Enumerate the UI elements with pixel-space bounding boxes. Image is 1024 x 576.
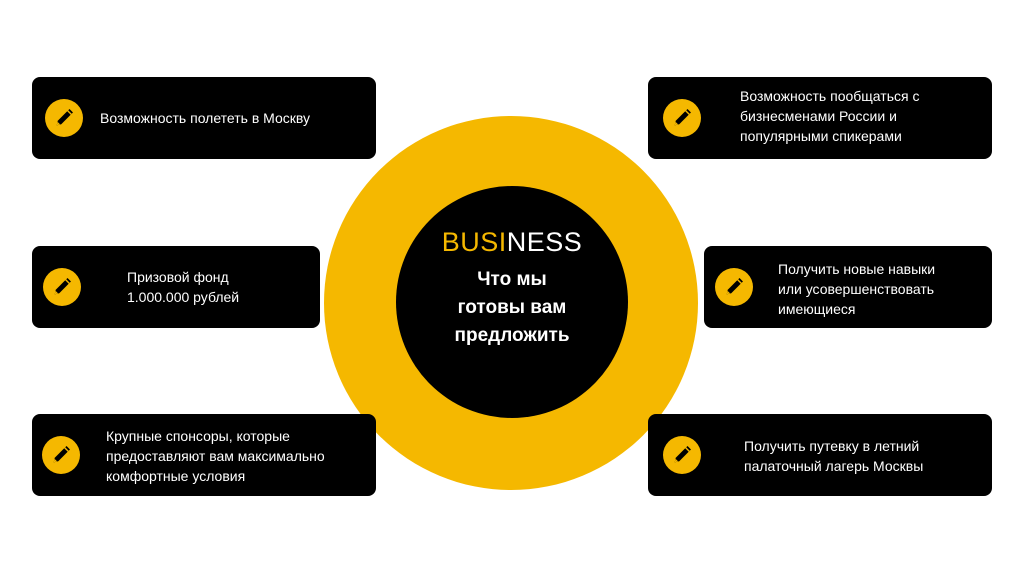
pencil-icon (45, 99, 83, 137)
pencil-icon (42, 436, 80, 474)
offer-card-new-skills: Получить новые навыки или усовершенствов… (704, 246, 992, 328)
offer-card-networking: Возможность пообщаться с бизнесменами Ро… (648, 77, 992, 159)
center-title-accent: BUSI (441, 227, 507, 257)
offer-card-text: Получить путевку в летний палаточный лаг… (744, 438, 924, 474)
offer-card-summer-camp: Получить путевку в летний палаточный лаг… (648, 414, 992, 496)
pencil-icon (43, 268, 81, 306)
offer-card-text: Возможность пообщаться с бизнесменами Ро… (740, 88, 920, 144)
offer-card-sponsors: Крупные спонсоры, которые предоставляют … (32, 414, 376, 496)
center-title: BUSINESS (396, 225, 628, 259)
offer-card-text: Призовой фонд 1.000.000 рублей (127, 269, 240, 305)
offer-card-text: Возможность полететь в Москву (100, 110, 311, 126)
offer-card-prize-fund: Призовой фонд 1.000.000 рублей (32, 246, 320, 328)
offer-card-text: Крупные спонсоры, которые предоставляют … (106, 428, 325, 484)
inner-circle (396, 186, 628, 418)
center-subtitle: Что мы готовы вам предложить (454, 269, 570, 346)
center-title-rest: NESS (506, 227, 583, 257)
offer-card-text: Получить новые навыки или усовершенствов… (778, 261, 936, 317)
offer-card-fly-to-moscow: Возможность полететь в Москву (32, 77, 376, 159)
pencil-icon (715, 268, 753, 306)
pencil-icon (663, 436, 701, 474)
pencil-icon (663, 99, 701, 137)
